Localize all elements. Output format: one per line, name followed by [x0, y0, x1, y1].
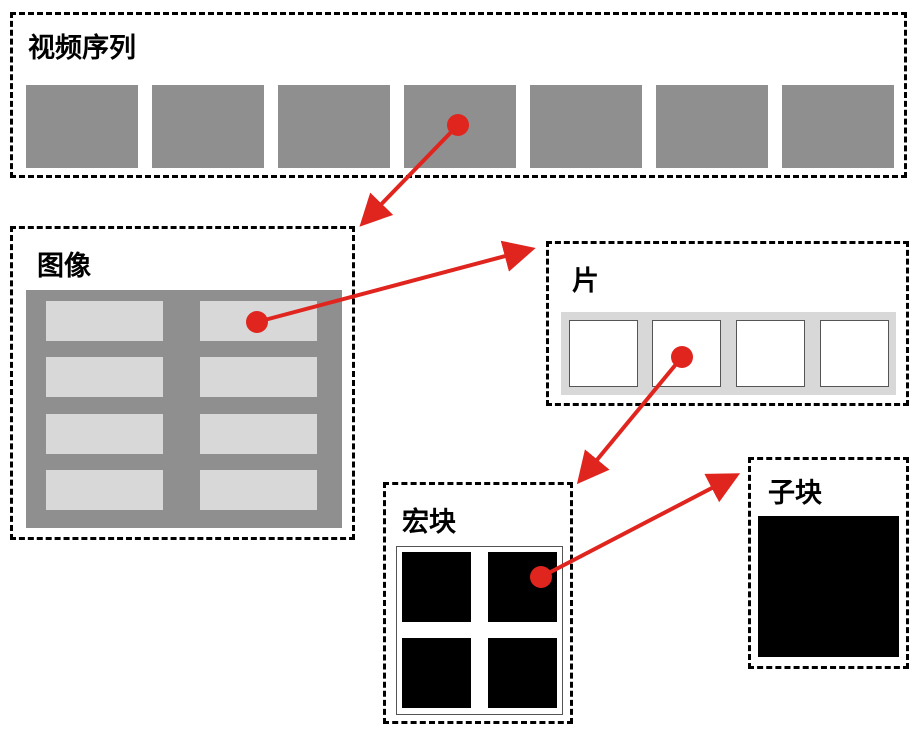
sub-block-fill	[758, 516, 899, 657]
macroblock-box: 宏块	[383, 482, 573, 724]
slice-row	[46, 414, 163, 454]
macroblock-cell	[569, 320, 638, 387]
slice-label: 片	[572, 266, 599, 297]
slice-row	[46, 301, 163, 341]
macroblock-cell	[820, 320, 889, 387]
sub-block-cell	[488, 638, 557, 708]
slice-box: 片	[546, 241, 909, 406]
image-label: 图像	[37, 251, 91, 282]
video-sequence-box: 视频序列	[10, 12, 907, 178]
slice-strip	[561, 312, 896, 395]
video-frame	[278, 85, 390, 168]
slice-row-selected	[200, 301, 317, 341]
image-frame	[26, 290, 342, 528]
macroblock-grid	[396, 546, 563, 715]
slice-row	[200, 357, 317, 397]
sub-block-cell	[402, 552, 471, 622]
sub-block-label: 子块	[768, 478, 822, 509]
macroblock-cell-selected	[652, 320, 721, 387]
slice-row	[46, 357, 163, 397]
video-frame-selected	[404, 85, 516, 168]
slice-row	[200, 414, 317, 454]
video-frame	[152, 85, 264, 168]
video-sequence-label: 视频序列	[28, 33, 136, 64]
video-frame	[26, 85, 138, 168]
video-frame	[656, 85, 768, 168]
sub-block-cell	[402, 638, 471, 708]
slice-row	[46, 470, 163, 510]
image-box: 图像	[10, 226, 355, 540]
macroblock-label: 宏块	[402, 507, 456, 538]
slice-row	[200, 470, 317, 510]
video-frame	[530, 85, 642, 168]
video-frame	[782, 85, 894, 168]
sub-block-box: 子块	[748, 457, 909, 669]
sub-block-cell-selected	[488, 552, 557, 622]
macroblock-cell	[736, 320, 805, 387]
